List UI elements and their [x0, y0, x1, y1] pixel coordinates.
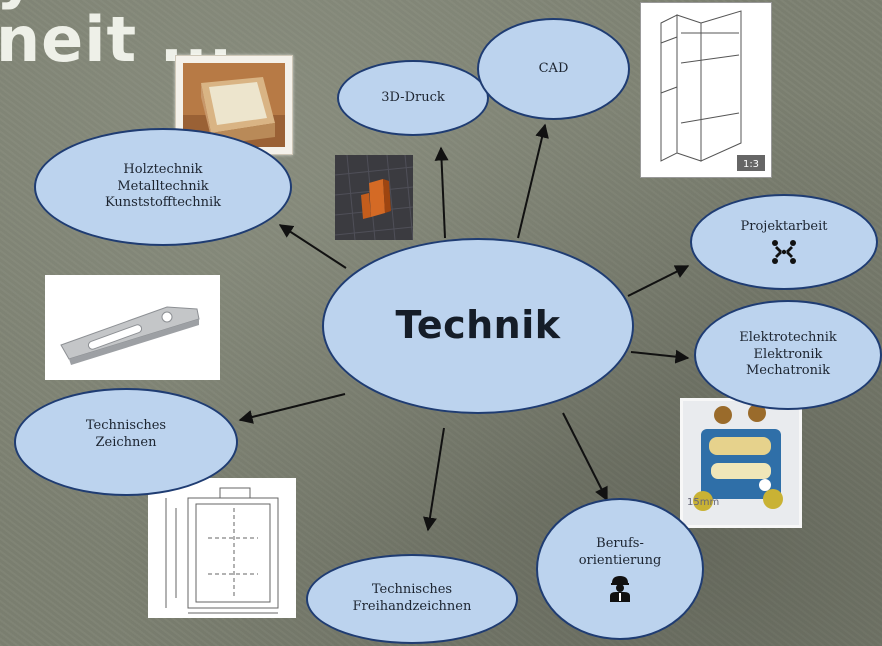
- arrow-to-projektarbeit: [627, 265, 690, 297]
- 3d-print-photo: [335, 155, 413, 240]
- node-berufsorientierung: Berufs- orientierung: [536, 498, 704, 640]
- sheet-metal-part: [45, 275, 220, 380]
- node-cad: CAD: [477, 18, 630, 120]
- cad-scale-badge: 1:3: [743, 159, 759, 170]
- node-berufsorientierung-label: Berufs- orientierung: [578, 536, 662, 568]
- arrow-to-berufsorientierung: [562, 412, 608, 502]
- node-projektarbeit-label: Projektarbeit: [740, 218, 828, 234]
- node-holztechnik: Holztechnik Metalltechnik Kunststofftech…: [34, 128, 292, 246]
- robot-kit-photo: 15mm: [680, 398, 802, 528]
- node-technisches-zeichnen: Technisches Zeichnen: [14, 388, 238, 496]
- arrow-to-3d-druck: [434, 146, 449, 239]
- robot-scale-label: 15mm: [687, 497, 719, 508]
- arrow-to-elektrotechnik: [630, 349, 690, 364]
- node-projektarbeit: Projektarbeit: [690, 194, 878, 290]
- node-freihandzeichnen: Technisches Freihandzeichnen: [306, 554, 518, 644]
- node-cad-label: CAD: [538, 60, 569, 76]
- node-3d-druck: 3D-Druck: [337, 60, 489, 136]
- node-freihandzeichnen-label: Technisches Freihandzeichnen: [352, 582, 472, 614]
- center-node-technik: Technik: [322, 238, 634, 414]
- arrow-to-freihandzeichnen: [423, 427, 445, 532]
- arrow-to-cad: [517, 123, 549, 239]
- team-icon: [772, 240, 796, 265]
- technical-drawing: [148, 478, 296, 618]
- arrow-to-holztechnik: [278, 224, 347, 269]
- cad-drawing: 1:3: [640, 2, 772, 178]
- center-label: Technik: [395, 303, 561, 348]
- node-elektrotechnik: Elektrotechnik Elektronik Mechatronik: [694, 300, 882, 410]
- wooden-box-photo: [175, 55, 293, 155]
- arrow-to-technisches-zeichnen: [238, 393, 346, 424]
- node-elektrotechnik-label: Elektrotechnik Elektronik Mechatronik: [739, 329, 837, 379]
- worker-icon: [610, 575, 630, 602]
- node-technisches-zeichnen-label: Technisches Zeichnen: [85, 418, 167, 450]
- node-3d-druck-label: 3D-Druck: [381, 89, 445, 105]
- node-holztechnik-label: Holztechnik Metalltechnik Kunststofftech…: [104, 161, 221, 211]
